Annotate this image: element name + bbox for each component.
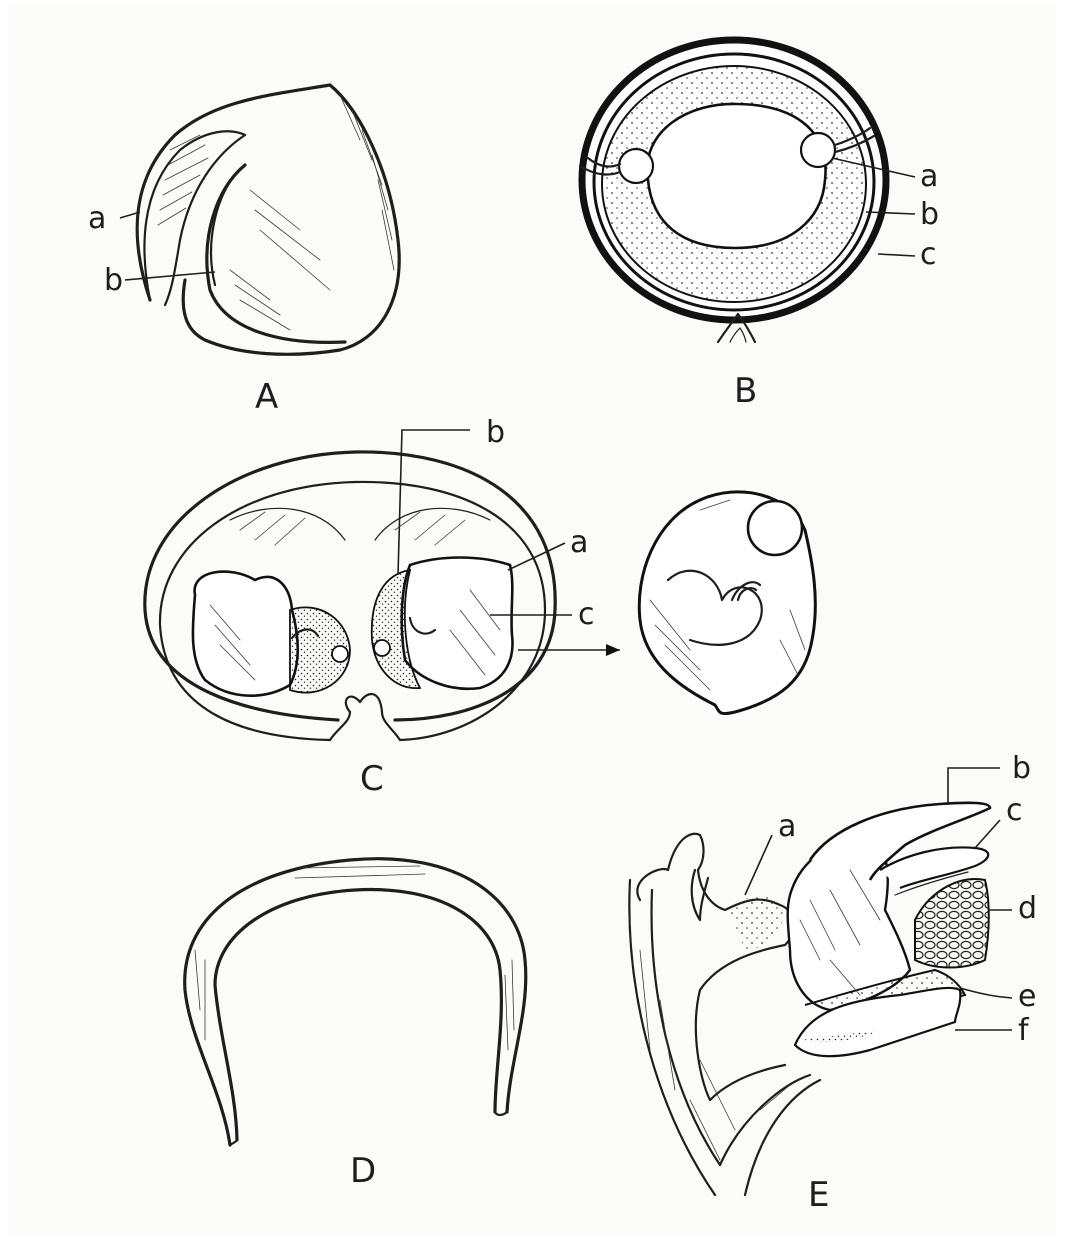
caption-c: C [360,759,384,799]
figure-e: b c a d e f E [629,751,1037,1215]
figure-b: a b c B [580,40,939,411]
label-c-c: c [578,597,595,632]
caption-b: B [734,371,757,411]
label-c-a: a [570,525,588,560]
label-c-b: b [486,415,505,450]
figure-c: b a c C [145,415,816,799]
label-e-c: c [1006,793,1023,828]
figure-a: a b A [88,85,399,417]
label-b-a: a [920,159,938,194]
figure-d: D [185,859,526,1191]
label-e-a: a [778,809,796,844]
caption-a: A [255,377,278,417]
label-e-e: e [1018,979,1036,1014]
label-a-a: a [88,201,106,236]
caption-d: D [350,1151,376,1191]
label-e-b: b [1012,751,1031,786]
caption-e: E [808,1175,829,1215]
label-e-d: d [1018,891,1037,926]
label-a-b: b [104,263,123,298]
label-b-c: c [920,237,937,272]
label-e-f: f [1018,1013,1030,1048]
label-b-b: b [920,197,939,232]
